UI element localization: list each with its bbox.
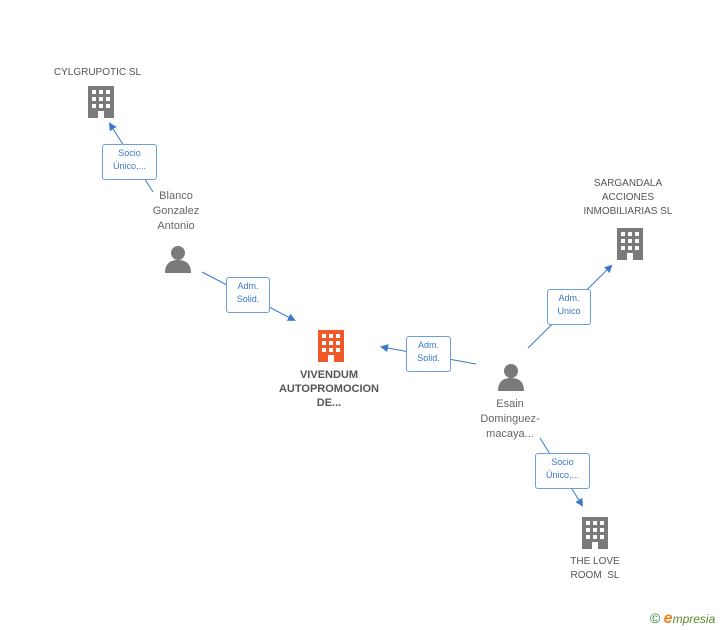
main-company-building-icon[interactable]	[316, 328, 346, 364]
person-label-esain[interactable]: Esain Dominguez- macaya...	[462, 397, 558, 442]
label-line: ACCIONES	[601, 192, 655, 203]
label-line: INMOBILIARIAS SL	[583, 206, 673, 217]
edge-label-line: Adm.	[417, 340, 439, 350]
label-line: Gonzalez	[152, 205, 200, 217]
person-icon[interactable]	[496, 362, 526, 392]
edge-label-line: Socio	[118, 148, 141, 158]
edge-label-line: Único,...	[545, 470, 579, 480]
edge-label-socio-unico[interactable]: Socio Único,...	[535, 453, 590, 489]
label-line: SARGANDALA	[593, 178, 663, 189]
company-label-cylgrupotic[interactable]: CYLGRUPOTIC SL	[53, 67, 142, 78]
edge-label-line: Solid.	[417, 353, 440, 363]
edge-label-adm-solid[interactable]: Adm. Solid.	[226, 277, 270, 313]
edge-label-line: Unico	[557, 306, 581, 316]
logo-e: e	[663, 610, 673, 627]
label-line: Antonio	[157, 220, 195, 232]
label-line: AUTOPROMOCION	[278, 383, 380, 395]
label-line: VIVENDUM	[299, 369, 359, 381]
edge-label-line: Adm.	[558, 293, 580, 303]
empresia-logo: © empresia	[650, 610, 715, 628]
edge-label-socio-unico[interactable]: Socio Único,...	[102, 144, 157, 180]
edge-label-adm-unico[interactable]: Adm. Unico	[547, 289, 591, 325]
edge-label-adm-solid[interactable]: Adm. Solid.	[406, 336, 451, 372]
person-label-blanco[interactable]: Blanco Gonzalez Antonio	[136, 189, 216, 234]
edge-label-line: Socio	[551, 457, 574, 467]
edge-label-line: Único,...	[112, 161, 146, 171]
company-label-sargandala[interactable]: SARGANDALA ACCIONES INMOBILIARIAS SL	[572, 177, 684, 219]
company-label-thelove[interactable]: THE LOVE ROOM SL	[550, 555, 640, 583]
label-line: DE...	[316, 397, 342, 409]
building-icon[interactable]	[580, 515, 610, 551]
edge-label-line: Adm.	[237, 281, 259, 291]
edge-label-line: Solid.	[236, 294, 260, 304]
label-line: Esain	[496, 398, 524, 410]
building-icon[interactable]	[615, 226, 645, 262]
person-icon[interactable]	[163, 244, 193, 274]
main-company-label[interactable]: VIVENDUM AUTOPROMOCION DE...	[266, 368, 392, 410]
copyright-symbol: ©	[650, 610, 661, 626]
label-line: Blanco	[159, 190, 193, 202]
label-line: THE LOVE	[570, 556, 620, 567]
logo-text: mpresia	[672, 612, 716, 626]
building-icon[interactable]	[86, 84, 116, 120]
label-line: Dominguez-	[480, 413, 540, 425]
label-line: macaya...	[486, 428, 534, 440]
label-line: ROOM SL	[570, 570, 620, 581]
